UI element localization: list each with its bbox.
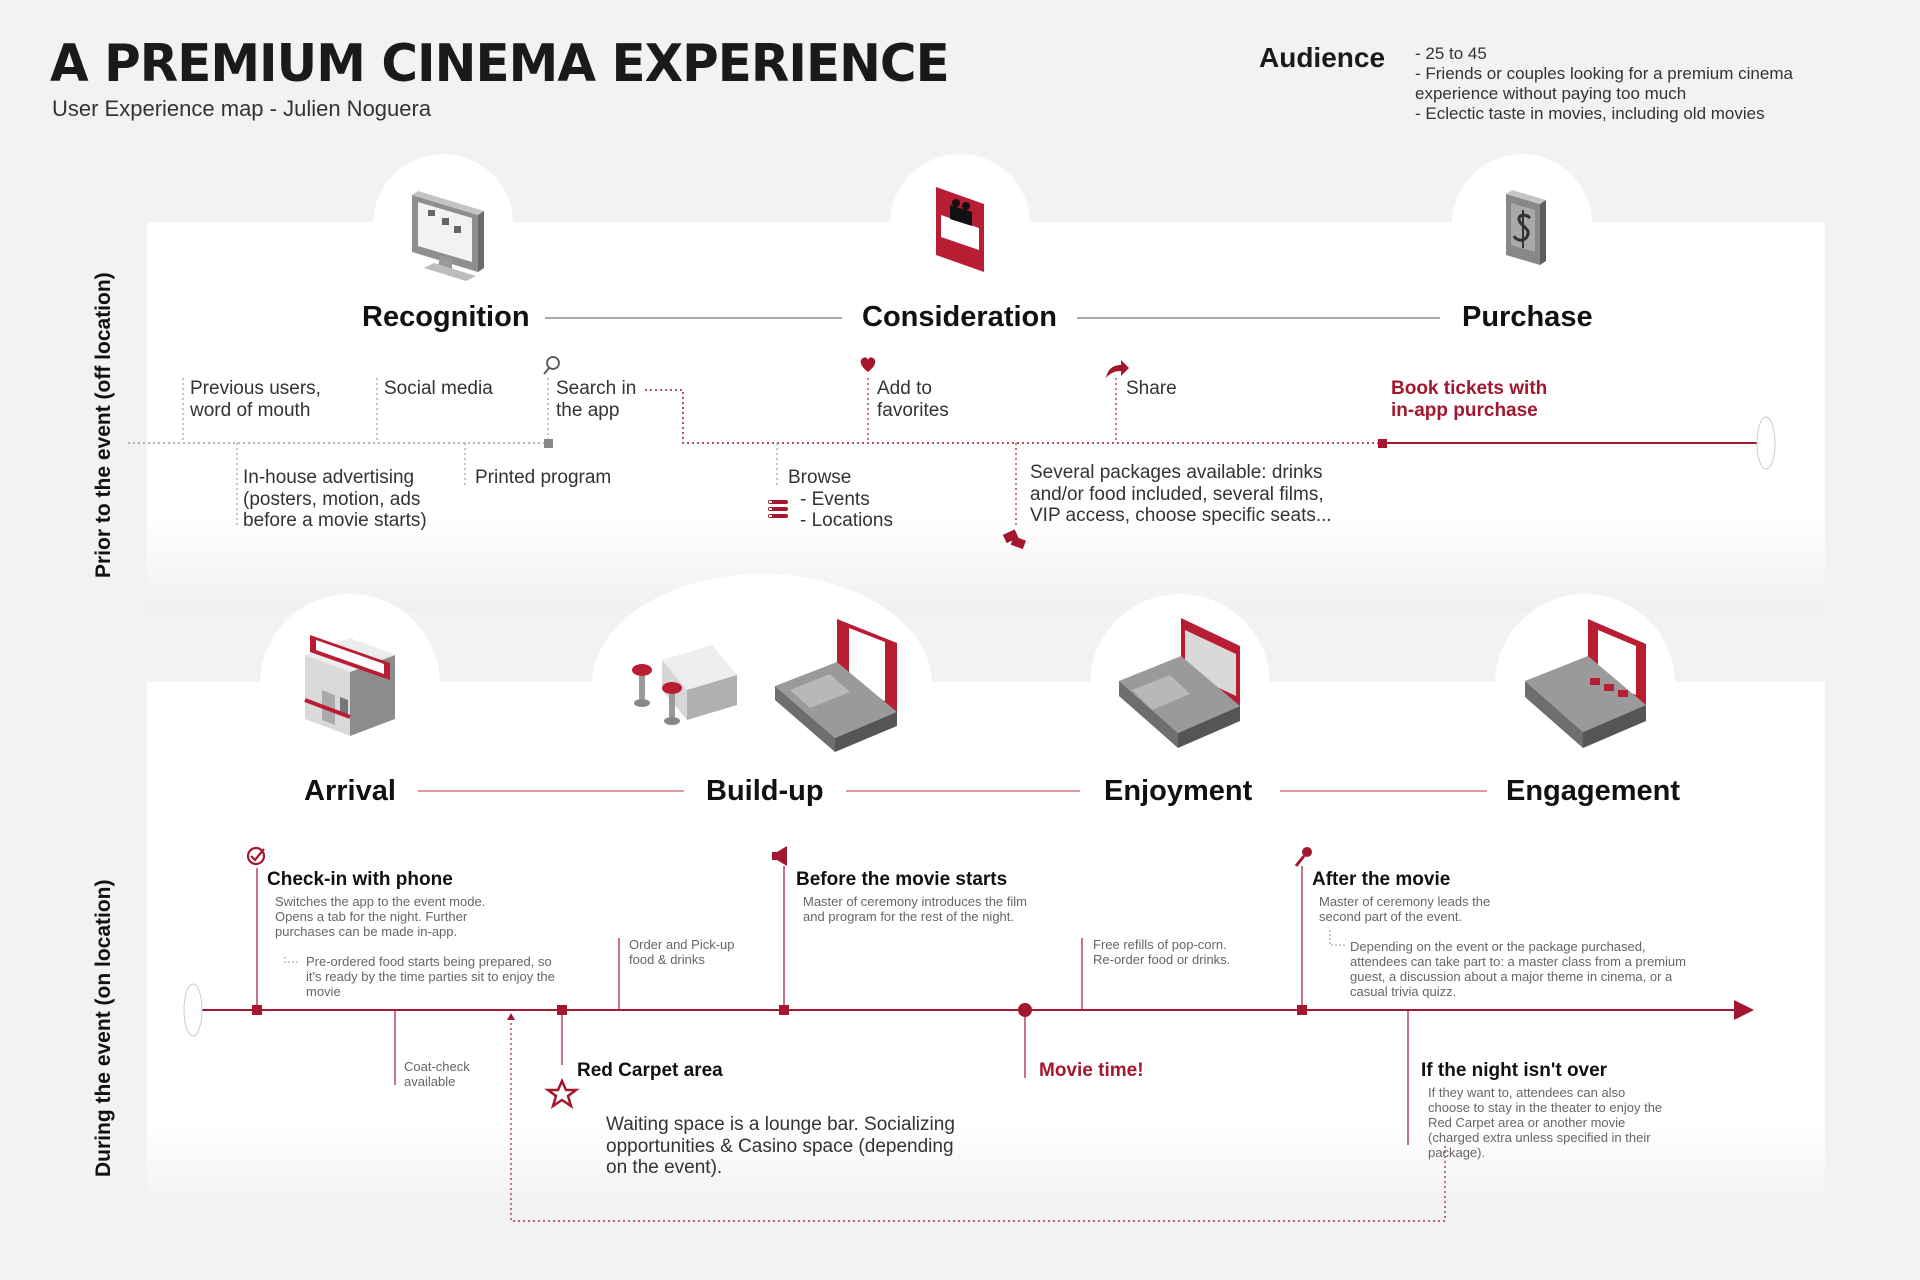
checkin-title: Check-in with phone [267,869,453,890]
phone-dollar-icon [1506,190,1546,265]
touchpoint-packages: Several packages available: drinks and/o… [1030,462,1332,526]
touchpoint-search-app: Search in the app [556,378,637,421]
magnifier-icon [543,356,560,375]
prior-timeline [128,378,1776,528]
bar-stools-icon [632,645,737,725]
stage-buildup: Build-up [706,775,824,807]
touchpoint-printed-program: Printed program [475,467,612,488]
night-not-over-title: If the night isn't over [1421,1060,1608,1081]
checkin-desc: Switches the app to the event mode. Open… [275,894,486,939]
stage-theater-icon [1525,619,1646,748]
coat-check: Coat-check available [404,1059,470,1089]
audience-list: - 25 to 45 - Friends or couples looking … [1415,44,1835,124]
touchpoint-share: Share [1126,378,1177,399]
before-movie-desc: Master of ceremony introduces the film a… [803,894,1027,924]
prior-panel [147,154,1825,612]
night-not-over-desc: If they want to, attendees can also choo… [1428,1085,1663,1160]
touchpoint-add-favorites: Add to favorites [877,378,949,421]
checkin-note: Pre-ordered food starts being prepared, … [306,954,555,999]
stage-arrival: Arrival [304,775,396,807]
touchpoint-social-media: Social media [384,378,493,399]
after-movie-title: After the movie [1312,869,1451,890]
touchpoint-browse: Browse [788,467,852,488]
red-carpet-desc: Waiting space is a lounge bar. Socializi… [606,1114,955,1178]
side-label-prior: Prior to the event (off location) [92,272,115,578]
stage-enjoyment: Enjoyment [1104,775,1253,807]
stage-recognition: Recognition [362,301,530,333]
star-icon [544,1077,580,1109]
list-icon [768,500,788,518]
starry-night-poster-icon [936,187,984,272]
after-movie-note: Depending on the event or the package pu… [1350,939,1686,999]
touchpoint-previous-users: Previous users, word of mouth [190,378,321,421]
touchpoint-inhouse-ads: In-house advertising (posters, motion, a… [243,467,427,531]
touchpoint-book-tickets: Book tickets with in-app purchase [1391,378,1548,421]
audience-item: - 25 to 45 [1415,44,1487,63]
after-movie-desc: Master of ceremony leads the second part… [1319,894,1491,924]
audience-title: Audience [1259,42,1386,73]
stage-engagement: Engagement [1506,775,1681,807]
tickets-icon [1002,529,1026,550]
side-label-during: During the event (on location) [92,879,115,1178]
monitor-social-icon [412,191,484,281]
share-icon [1106,360,1129,378]
heart-icon [860,357,876,372]
free-refills: Free refills of pop-corn. Re-order food … [1093,937,1231,967]
theater-room-icon [775,619,897,752]
audience-item: - Friends or couples looking for a premi… [1415,64,1793,103]
stage-purchase: Purchase [1462,301,1593,333]
screen-theater-icon [1119,618,1240,748]
during-timeline [183,866,1754,1222]
megaphone-icon [772,846,787,866]
before-movie-title: Before the movie starts [796,869,1008,890]
microphone-icon [1294,847,1312,867]
page-title: A PREMIUM CINEMA EXPERIENCE [50,34,950,94]
check-icon [246,846,266,866]
movie-time: Movie time! [1039,1060,1144,1081]
audience-item: - Eclectic taste in movies, including ol… [1415,104,1765,123]
order-pickup: Order and Pick-up food & drinks [629,937,735,967]
red-carpet-title: Red Carpet area [577,1060,723,1081]
touchpoint-browse-events: - Events [800,489,870,510]
touchpoint-browse-locations: - Locations [800,510,893,531]
stage-consideration: Consideration [862,301,1057,333]
page-subtitle: User Experience map - Julien Noguera [52,96,432,121]
cinema-building-icon [304,635,395,736]
